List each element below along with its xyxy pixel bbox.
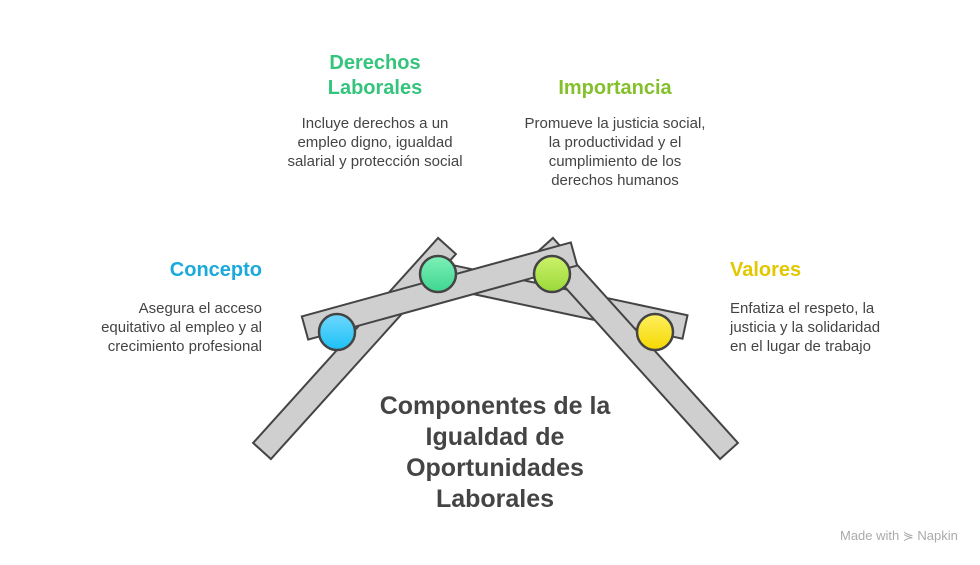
derechos-heading: Derechos Laborales — [327, 52, 423, 99]
valores-heading: Valores — [730, 259, 802, 281]
derechos-text: Incluye derechos a un empleo digno, igua… — [287, 115, 463, 170]
importancia-heading: Importancia — [558, 77, 672, 99]
concepto-heading: Concepto — [169, 259, 262, 281]
concepto-text: Asegura el acceso equitativo al empleo y… — [101, 300, 262, 355]
napkin-watermark: Made with ⋟ Napkin — [840, 528, 958, 543]
valores-node — [635, 312, 675, 352]
derechos-node — [418, 254, 458, 294]
valores-text: Enfatiza el respeto, la justicia y la so… — [730, 300, 881, 355]
concepto-node — [317, 312, 357, 352]
importancia-node — [532, 254, 572, 294]
diagram-title: Componentes de la Igualdad de Oportunida… — [379, 392, 611, 513]
importancia-text: Promueve la justicia social, la producti… — [524, 115, 706, 189]
